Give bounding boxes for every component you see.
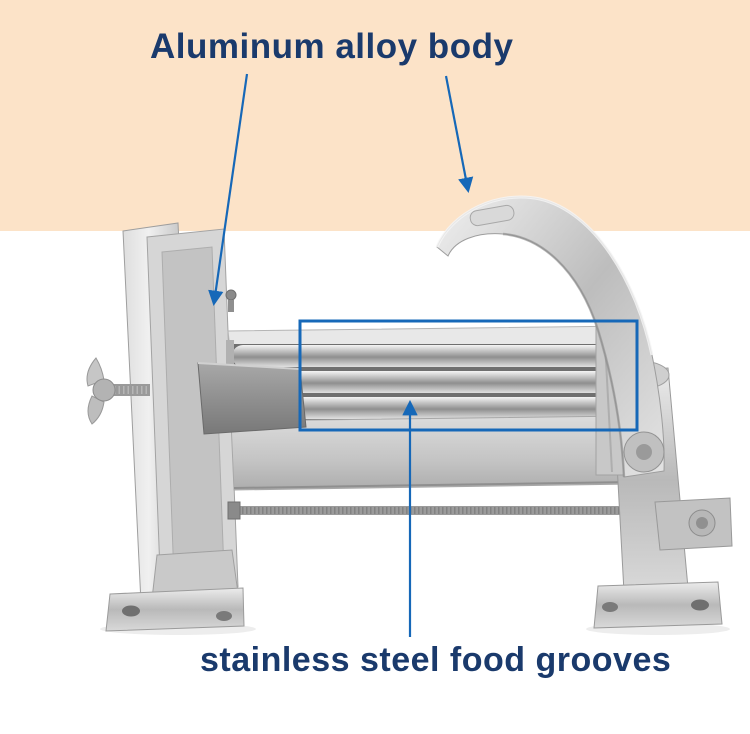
pusher-block	[197, 362, 307, 435]
body-lower-face	[230, 415, 634, 491]
handle-logo-plate	[469, 204, 515, 227]
food-grooves-trough	[226, 325, 633, 424]
label-stainless-steel-food-grooves: stainless steel food grooves	[200, 641, 672, 679]
threaded-rod	[227, 501, 648, 520]
left-foot	[105, 549, 245, 632]
top-background-band	[0, 0, 750, 231]
press-handle	[435, 195, 665, 478]
label-aluminum-alloy-body: Aluminum alloy body	[150, 27, 514, 66]
left-plate	[122, 222, 249, 604]
callout-line-handle	[444, 75, 474, 194]
grooves-highlight-box	[298, 319, 639, 432]
wing-nut	[86, 357, 150, 425]
callout-line-body	[208, 73, 249, 307]
